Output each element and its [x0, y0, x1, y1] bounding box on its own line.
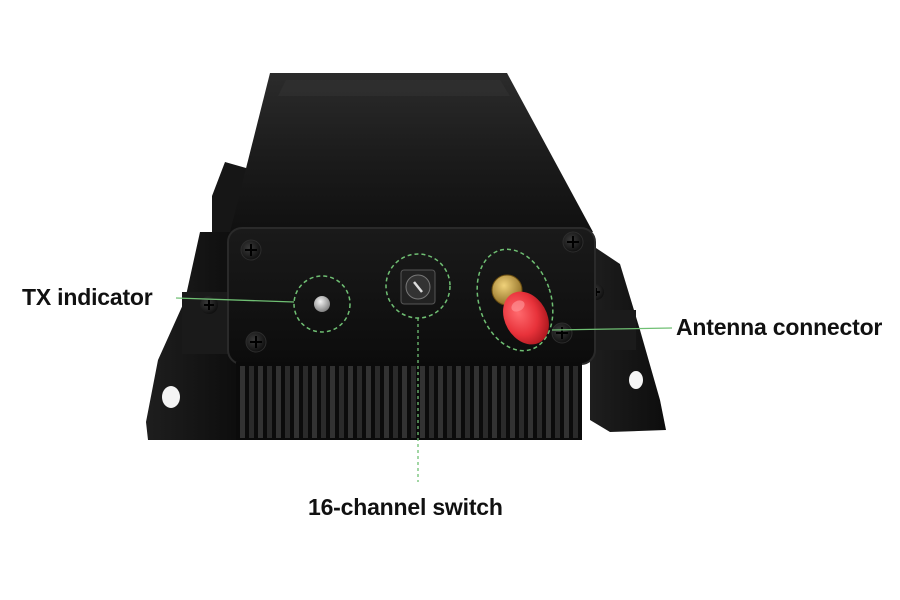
heatsink-fin: [240, 366, 245, 438]
panel-screws: [240, 231, 584, 353]
heatsink-fin: [357, 366, 362, 438]
heatsink-fin: [573, 366, 578, 438]
heatsink-fin: [276, 366, 281, 438]
heatsink-fin: [393, 366, 398, 438]
rotary-switch-icon: [385, 253, 451, 319]
channel-switch-label: 16-channel switch: [308, 494, 503, 520]
heatsink-fin: [564, 366, 569, 438]
heatsink-fin: [483, 366, 488, 438]
heatsink-fin: [456, 366, 461, 438]
heatsink-fin: [321, 366, 326, 438]
heatsink-fin: [555, 366, 560, 438]
heatsink-fin: [501, 366, 506, 438]
callout-leader-lines: [175, 297, 673, 482]
heatsink-fin: [402, 366, 407, 438]
heatsink-fin: [312, 366, 317, 438]
heatsink-fin: [258, 366, 263, 438]
heatsink-fin: [411, 366, 416, 438]
heatsink-fin: [519, 366, 524, 438]
heatsink-fin: [366, 366, 371, 438]
heatsink-fin: [420, 366, 425, 438]
heatsink-fin: [384, 366, 389, 438]
heatsink-fin: [474, 366, 479, 438]
tx-indicator-label: TX indicator: [22, 284, 153, 310]
heatsink-base: [236, 362, 582, 440]
heatsink-fin: [492, 366, 497, 438]
antenna-connector-label: Antenna connector: [676, 314, 883, 340]
heatsink-fin: [465, 366, 470, 438]
heatsink-fin: [294, 366, 299, 438]
heatsink-fin: [438, 366, 443, 438]
heatsink-fin: [510, 366, 515, 438]
sma-antenna-connector-icon: [476, 248, 554, 352]
heatsink-fin: [267, 366, 272, 438]
tx-led-icon: [293, 275, 351, 333]
heatsink-fin: [249, 366, 254, 438]
heatsink-fins: [236, 362, 582, 440]
heatsink-fin: [447, 366, 452, 438]
heatsink-fin: [348, 366, 353, 438]
heatsink-fin: [528, 366, 533, 438]
heatsink-fin: [546, 366, 551, 438]
heatsink-fin: [303, 366, 308, 438]
heatsink-fin: [537, 366, 542, 438]
heatsink-fin: [429, 366, 434, 438]
heatsink-fin: [285, 366, 290, 438]
enclosure-top: [230, 73, 593, 232]
heatsink-fin: [375, 366, 380, 438]
heatsink-fin: [339, 366, 344, 438]
heatsink-fin: [330, 366, 335, 438]
